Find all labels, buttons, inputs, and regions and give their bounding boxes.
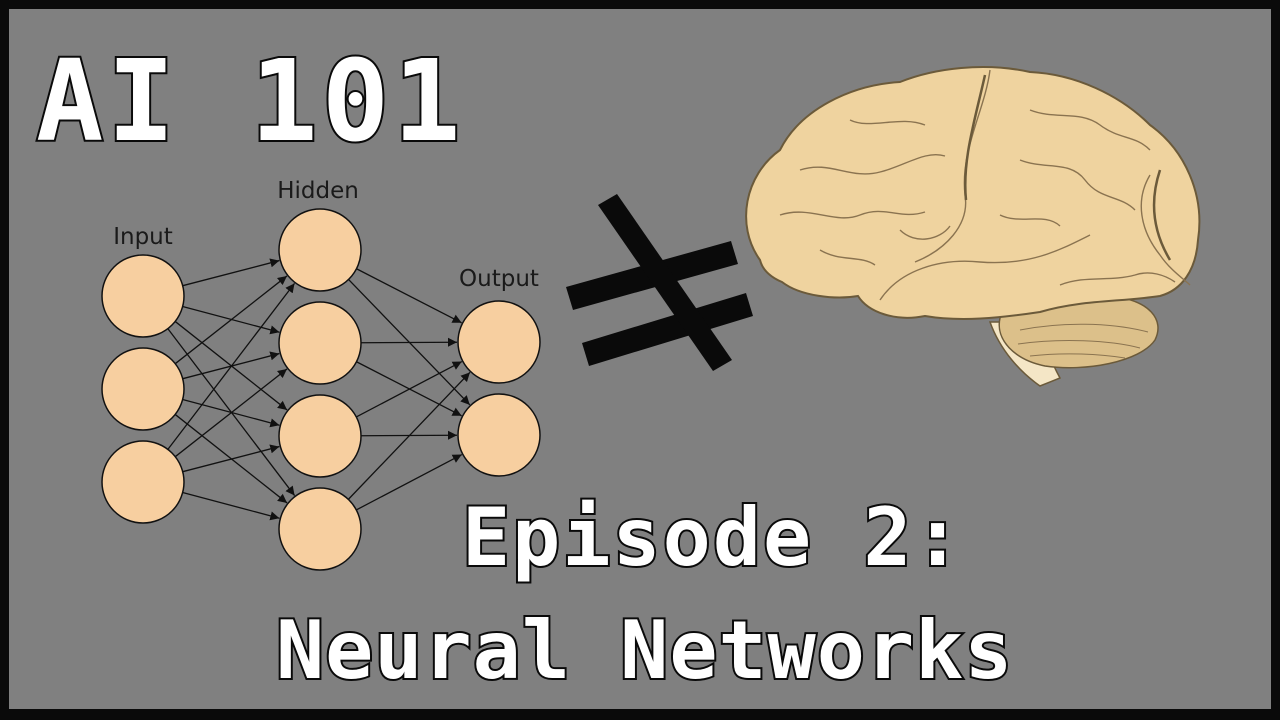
connection-arrow [174, 368, 288, 458]
episode-number: Episode 2: [462, 491, 964, 584]
hidden-layer-label: Hidden [277, 178, 359, 204]
connection-arrow [182, 444, 280, 473]
input-neuron [101, 254, 185, 338]
input-layer-label: Input [113, 224, 173, 250]
hidden-neuron [278, 208, 362, 292]
brain-icon [745, 66, 1201, 387]
episode-topic: Neural Networks [276, 604, 1013, 697]
connection-arrow [356, 268, 462, 324]
connection-arrow [347, 371, 471, 500]
connection-arrow [182, 491, 280, 521]
input-neuron [101, 347, 185, 431]
neural-network-diagram [101, 208, 541, 571]
output-neuron [457, 393, 541, 477]
output-layer-label: Output [459, 266, 539, 292]
connection-arrow [174, 275, 288, 365]
hidden-neuron [278, 394, 362, 478]
network-connections [167, 258, 471, 521]
connection-arrow [355, 360, 463, 418]
series-title: AI 101 [36, 37, 465, 167]
input-neuron [101, 440, 185, 524]
connection-arrow [182, 258, 280, 287]
output-neuron [457, 300, 541, 384]
not-equal-icon [566, 194, 753, 371]
hidden-neuron [278, 301, 362, 385]
hidden-neuron [278, 487, 362, 571]
connection-arrow [360, 337, 458, 347]
connection-arrow [355, 453, 463, 511]
connection-arrow [167, 282, 296, 450]
